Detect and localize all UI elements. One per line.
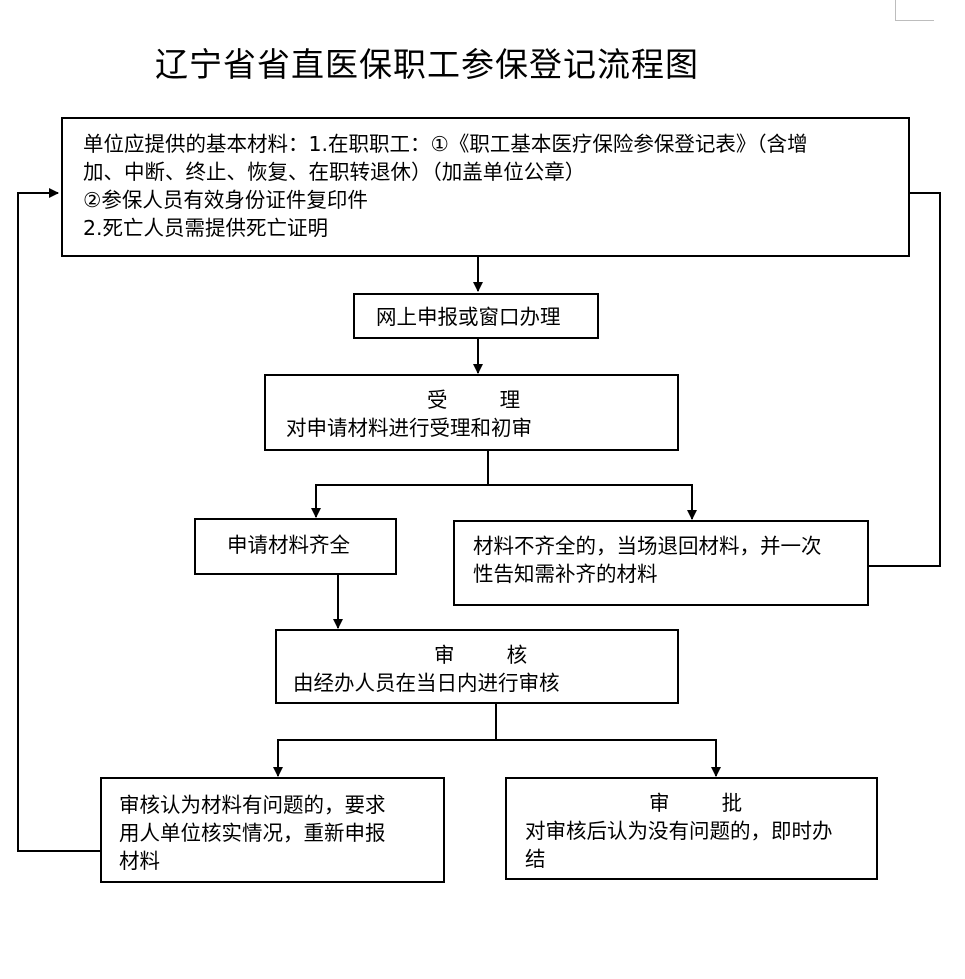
review-heading: 审 核 (434, 643, 528, 667)
complete-text: 申请材料齐全 (227, 533, 350, 557)
connector-accept-split (311, 450, 489, 518)
connector-review-split-left (273, 703, 497, 777)
submit-text: 网上申报或窗口办理 (376, 305, 561, 329)
materials-line: 加、中断、终止、恢复、在职转退休）（加盖单位公章） (83, 160, 586, 184)
connector-incomplete-loop (868, 188, 941, 567)
incomplete-line: 材料不齐全的，当场退回材料，并一次 (473, 534, 822, 558)
page-title: 辽宁省省直医保职工参保登记流程图 (155, 45, 699, 84)
box-review: 审 核 由经办人员在当日内进行审核 (275, 629, 679, 704)
accept-heading: 受 理 (427, 388, 521, 412)
box-materials-incomplete: 材料不齐全的，当场退回材料，并一次 性告知需补齐的材料 (453, 520, 869, 606)
problem-line: 材料 (119, 849, 160, 873)
accept-text: 对申请材料进行受理和初审 (286, 416, 532, 440)
connector-problem-loop (17, 188, 101, 852)
materials-line: ②参保人员有效身份证件复印件 (83, 188, 368, 212)
review-text: 由经办人员在当日内进行审核 (293, 671, 560, 695)
box-submit: 网上申报或窗口办理 (353, 293, 599, 339)
box-review-problem: 审核认为材料有问题的，要求 用人单位核实情况，重新申报 材料 (100, 777, 445, 883)
box-materials-complete: 申请材料齐全 (194, 518, 397, 575)
page-corner-mark (895, 0, 934, 21)
approve-line: 结 (525, 847, 546, 871)
materials-line: 2.死亡人员需提供死亡证明 (83, 216, 329, 240)
materials-line: 单位应提供的基本材料：1.在职职工：①《职工基本医疗保险参保登记表》（含增 (83, 132, 808, 156)
connector-accept-split-right (488, 484, 697, 520)
box-approve: 审 批 对审核后认为没有问题的，即时办 结 (505, 777, 878, 880)
approve-line: 对审核后认为没有问题的，即时办 (525, 819, 833, 843)
approve-heading: 审 批 (649, 791, 743, 815)
box-required-materials: 单位应提供的基本材料：1.在职职工：①《职工基本医疗保险参保登记表》（含增 加、… (61, 117, 910, 257)
box-accept: 受 理 对申请材料进行受理和初审 (264, 374, 679, 451)
connector-review-split-right (496, 739, 721, 777)
problem-line: 审核认为材料有问题的，要求 (119, 793, 386, 817)
problem-line: 用人单位核实情况，重新申报 (119, 821, 386, 845)
incomplete-line: 性告知需补齐的材料 (473, 562, 658, 586)
